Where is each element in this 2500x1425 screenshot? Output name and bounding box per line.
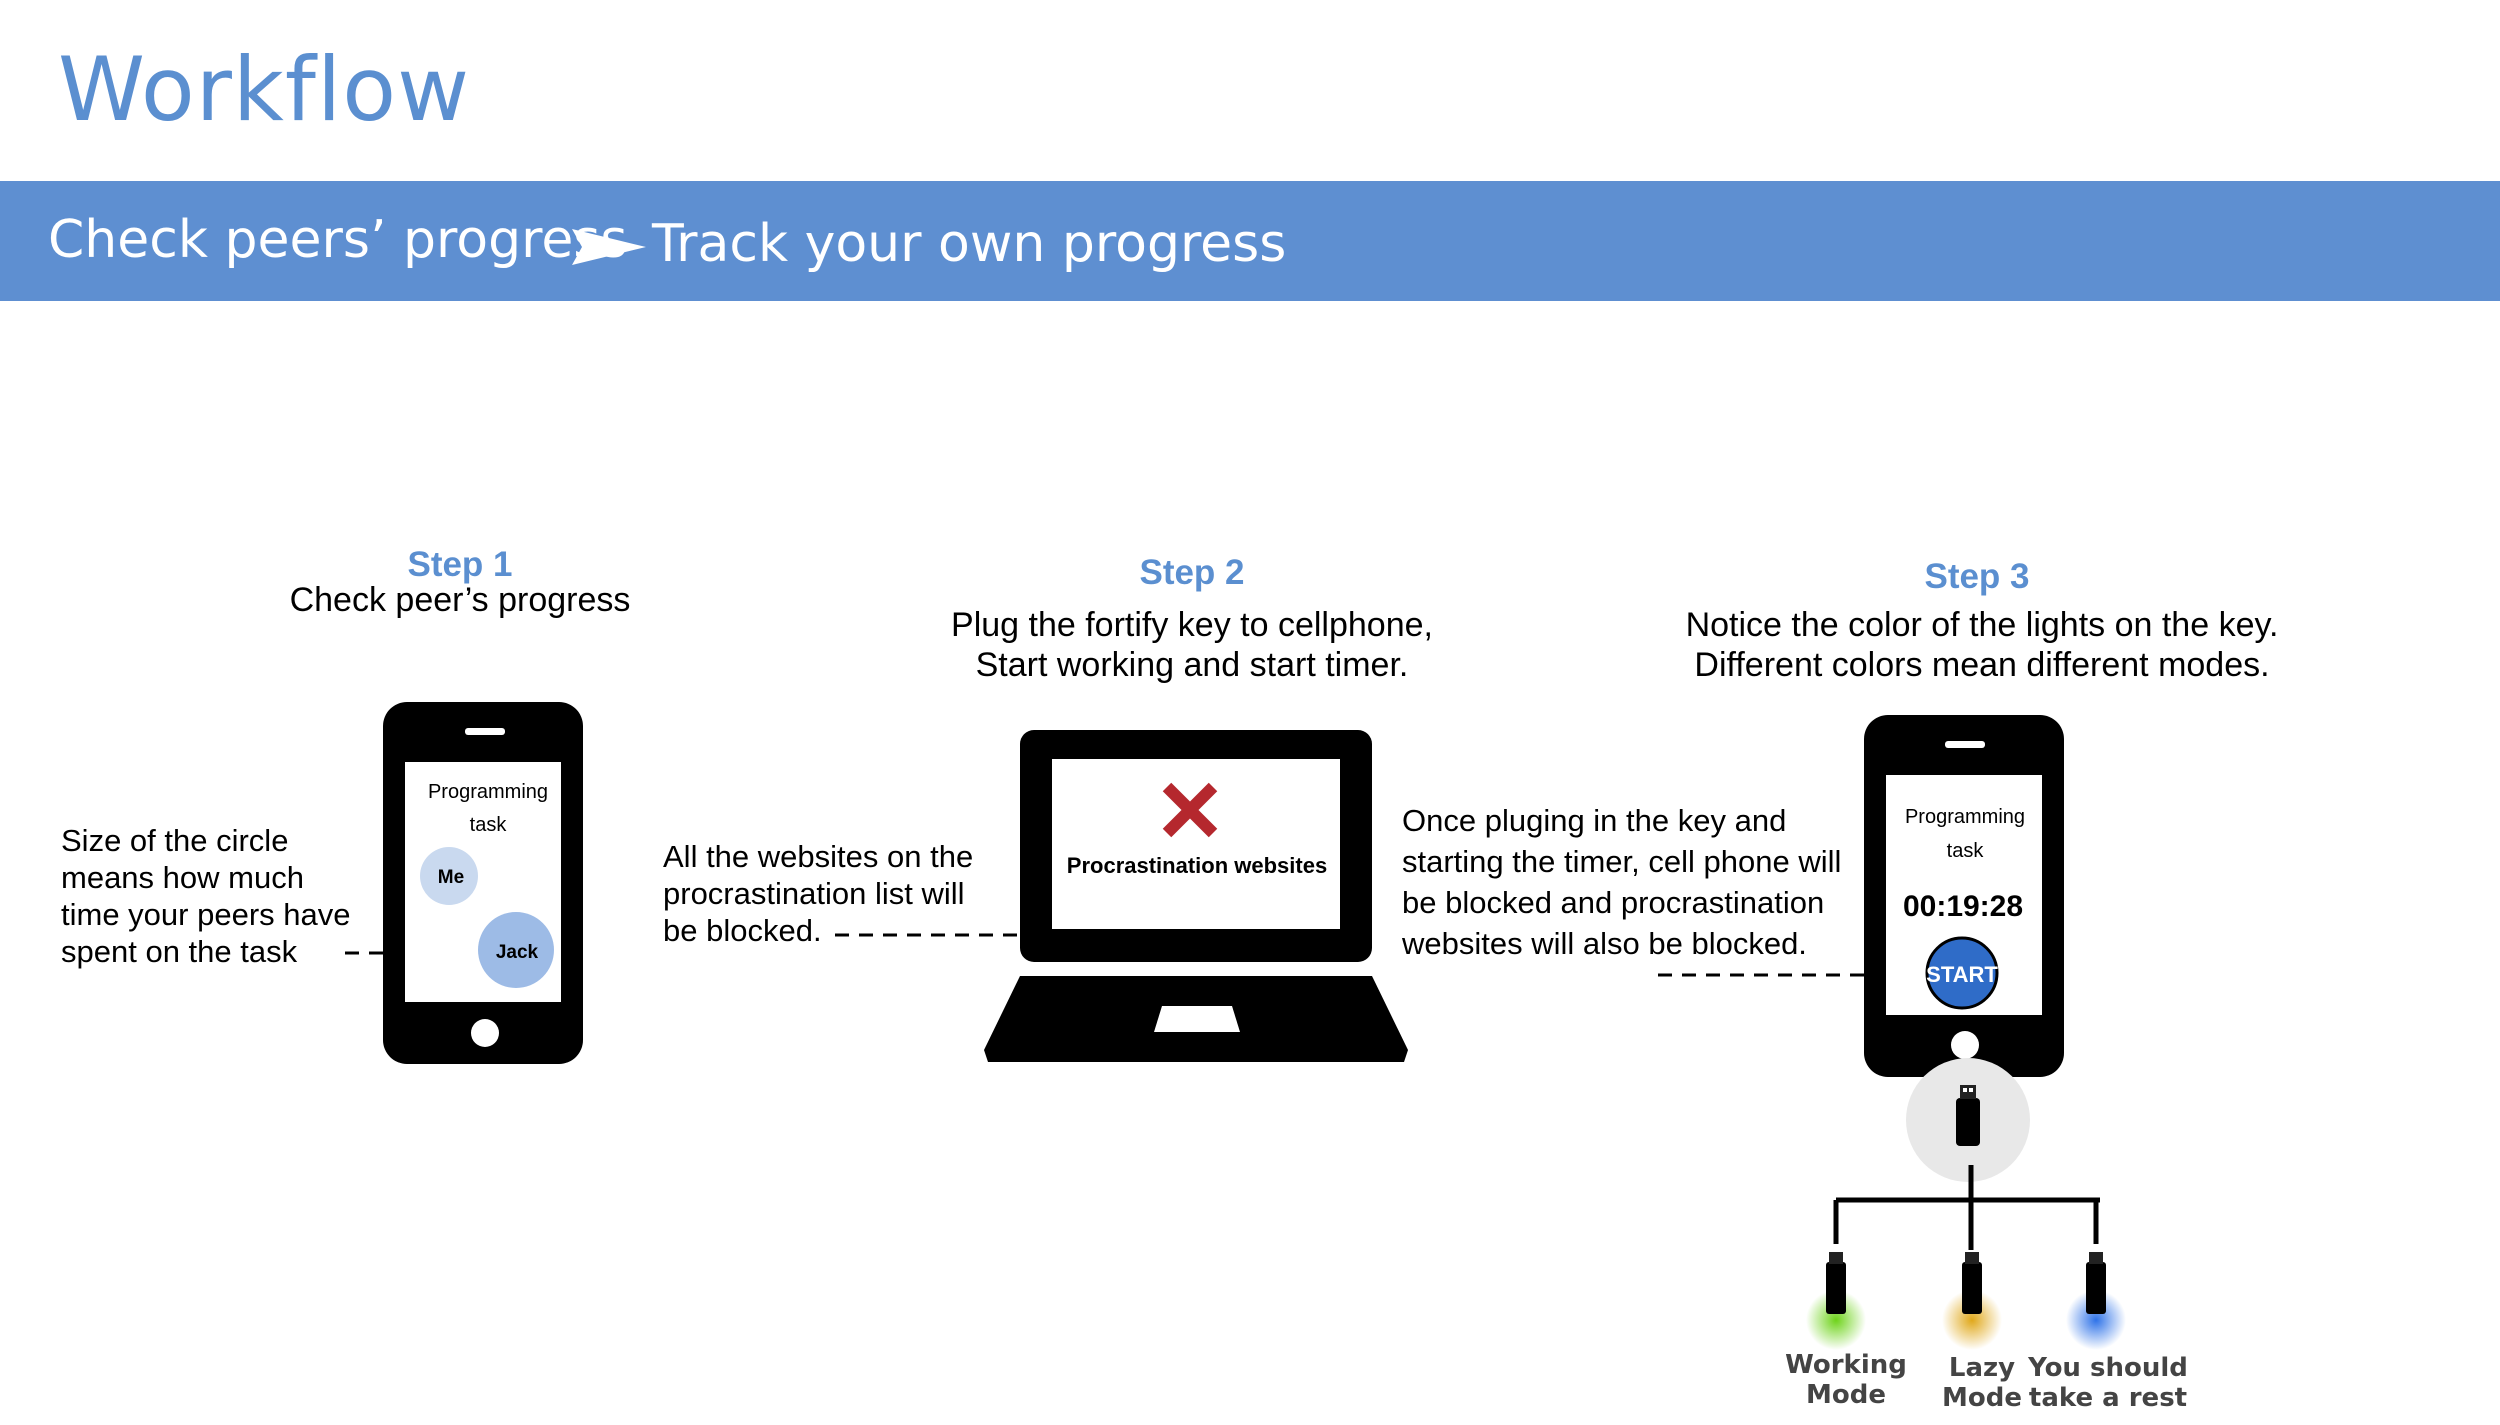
- mode-label-line: Working: [1785, 1350, 1907, 1380]
- step3-note-line: websites will also be blocked.: [1402, 926, 1807, 961]
- step3-description-line2: Different colors mean different modes.: [1694, 646, 2270, 684]
- step2-heading: Step 2: [1139, 553, 1245, 592]
- blocked-x-icon: [1162, 782, 1218, 838]
- banner: [0, 181, 2500, 301]
- step1-note-line: Size of the circle: [61, 823, 289, 858]
- phone3-task-line1: Programming: [1905, 806, 2025, 828]
- mode-label-line: Mode: [1942, 1383, 2022, 1413]
- usb-key-yellow-icon: [1942, 1252, 2002, 1350]
- usb-key-blue-icon: [2066, 1252, 2126, 1350]
- arrow-right-icon: [572, 229, 646, 265]
- start-button-label: START: [1926, 962, 1998, 987]
- step3-note-line: be blocked and procrastination: [1402, 885, 1825, 920]
- mode-label-line: You should: [2028, 1353, 2188, 1383]
- bubble-jack: [478, 912, 554, 988]
- page-title: Workflow: [58, 38, 471, 141]
- step2-description-line2: Start working and start timer.: [975, 646, 1409, 684]
- bubble-jack-label: Jack: [496, 942, 539, 963]
- step1-description: Check peer’s progress: [289, 581, 631, 619]
- step3-heading: Step 3: [1924, 557, 2030, 596]
- step2-note: All the websites on the procrastination …: [663, 838, 973, 949]
- phone-icon: [383, 702, 583, 1064]
- banner-to-text: Track your own progress: [652, 214, 1287, 274]
- step2-note-line: be blocked.: [663, 913, 822, 948]
- mode-label-line: take a rest: [2028, 1383, 2188, 1413]
- step3-note: Once pluging in the key and starting the…: [1402, 800, 1841, 964]
- mode-label-rest: You should take a rest: [2008, 1353, 2208, 1413]
- step3-note-line: Once pluging in the key and: [1402, 803, 1787, 838]
- step2-note-line: procrastination list will: [663, 876, 965, 911]
- step3-description-line1: Notice the color of the lights on the ke…: [1685, 606, 2279, 644]
- usb-key-green-icon: [1806, 1252, 1866, 1350]
- step1-note-line: means how much: [61, 860, 304, 895]
- laptop-label: Procrastination websites: [1067, 853, 1327, 878]
- mode-tree: [1833, 1165, 2100, 1250]
- step1-note-line: spent on the task: [61, 934, 298, 969]
- mode-label-line: Lazy: [1948, 1353, 2016, 1383]
- step2-description-line1: Plug the fortify key to cellphone,: [951, 606, 1433, 644]
- step3-note-line: starting the timer, cell phone will: [1402, 844, 1842, 879]
- timer-display: 00:19:28: [1903, 890, 2023, 923]
- start-button: [1925, 936, 1999, 1010]
- step2-note-line: All the websites on the: [663, 839, 974, 874]
- step1-heading: Step 1: [407, 545, 513, 584]
- phone3-task-line2: task: [1947, 840, 1985, 862]
- laptop-icon: [984, 730, 1408, 1062]
- phone1-task-line1: Programming: [428, 781, 548, 803]
- mode-label-line: Mode: [1806, 1380, 1886, 1410]
- mode-label-lazy: Lazy Mode: [1892, 1353, 2072, 1413]
- usb-key-icon: [1956, 1085, 1980, 1146]
- bubble-me: [420, 847, 478, 905]
- mode-label-working: Working Mode: [1756, 1350, 1936, 1410]
- bubble-me-label: Me: [438, 867, 464, 888]
- phone1-task-line2: task: [470, 814, 508, 836]
- banner-from-text: Check peers’ progress: [48, 210, 628, 270]
- step1-note-line: time your peers have: [61, 897, 351, 932]
- step1-note: Size of the circle means how much time y…: [61, 822, 350, 970]
